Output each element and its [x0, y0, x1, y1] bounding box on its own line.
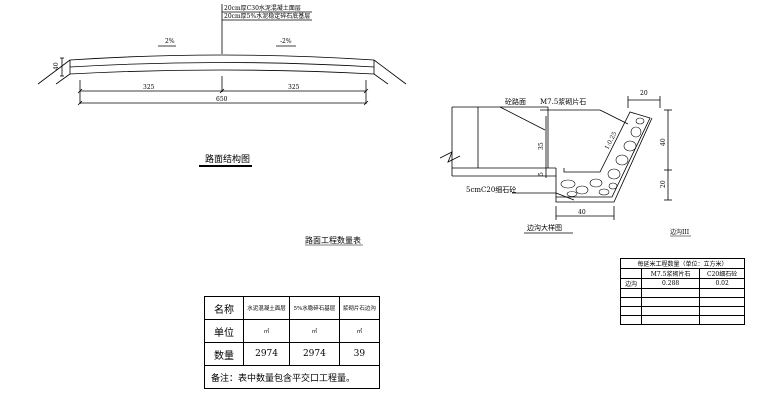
empty-cell: [620, 297, 642, 307]
row-label-cell: 边沟: [620, 278, 642, 289]
ditch-table-caption: 每延米工程数量（单位：立方米）: [620, 258, 745, 269]
qty-cell: 2974: [242, 342, 291, 366]
dim-20-right-label: 20: [660, 180, 667, 188]
ditch-type-label: 边沟III: [670, 228, 690, 236]
header-cell: 浆砌片石边沟: [338, 296, 381, 320]
empty-cell: [640, 315, 701, 325]
layer-top-label: 20cm厚C30水泥混凝土面层: [224, 4, 301, 12]
table-row: [620, 288, 745, 298]
quantity-table-title: 路面工程数量表: [305, 235, 361, 245]
empty-cell: [699, 297, 745, 307]
table-row: 单位 ㎡ ㎡ ㎥: [204, 319, 381, 343]
header-cell: 5%水稳碎石基层: [289, 296, 340, 320]
table-row: M7.5浆砌片石 C20细石砼: [620, 268, 745, 279]
qty-cell: 2974: [289, 342, 340, 366]
qty-cell: 39: [338, 342, 381, 366]
empty-cell: [620, 288, 642, 298]
table-row: [620, 306, 745, 316]
qty-label-cell: 数量: [204, 342, 244, 366]
slope-right-label: -2%: [280, 38, 292, 45]
table-row: 名称 水泥混凝土面层 5%水稳碎石基层 浆砌片石边沟: [204, 296, 381, 320]
table-row: 每延米工程数量（单位：立方米）: [620, 258, 745, 269]
table-note: 备注：表中数量包含平交口工程量。: [204, 365, 380, 389]
masonry-label: M7.5浆砌片石: [540, 97, 586, 106]
ditch-detail-drawing: [439, 96, 691, 237]
pavement-caption: 路面结构图: [205, 153, 250, 165]
empty-cell: [620, 315, 642, 325]
empty-cell: [699, 288, 745, 298]
unit-cell: ㎥: [338, 319, 381, 343]
dim-40-bottom-label: 40: [578, 209, 586, 216]
table-row: [620, 297, 745, 307]
empty-cell: [699, 315, 745, 325]
header-cell: C20细石砼: [699, 268, 745, 279]
unit-cell: ㎡: [242, 319, 291, 343]
pavement-structure-drawing: [37, 4, 407, 167]
half-width-left-label: 325: [143, 84, 155, 91]
value-cell: 0.02: [699, 278, 745, 289]
table-row: 边沟 0.288 0.02: [620, 278, 745, 289]
empty-cell: [620, 306, 642, 316]
layer-base-label: 20cm厚5%水泥稳定碎石底基层: [224, 12, 310, 20]
header-cell: [620, 268, 642, 279]
bedding-label: 5cmC20细石砼: [466, 185, 516, 194]
height-dim-label: 40: [53, 62, 60, 70]
slope-left-label: 2%: [165, 38, 175, 45]
table-row: 数量 2974 2974 39: [204, 342, 381, 366]
dim-top-label: 20: [640, 90, 648, 97]
empty-cell: [640, 306, 701, 316]
half-width-right-label: 325: [288, 84, 300, 91]
empty-cell: [640, 297, 701, 307]
dim-40-right-label: 40: [660, 138, 667, 146]
header-cell: M7.5浆砌片石: [640, 268, 701, 279]
dim-35-label: 35: [538, 142, 545, 150]
quantity-table: 名称 水泥混凝土面层 5%水稳碎石基层 浆砌片石边沟 单位 ㎡ ㎡ ㎥ 数量 2…: [204, 296, 381, 389]
unit-cell: ㎡: [289, 319, 340, 343]
header-name-cell: 名称: [204, 296, 244, 320]
header-cell: 水泥混凝土面层: [242, 296, 291, 320]
total-width-label: 650: [216, 96, 228, 103]
ditch-caption: 边沟大样图: [527, 223, 562, 232]
table-row: 备注：表中数量包含平交口工程量。: [204, 365, 380, 389]
value-cell: 0.288: [640, 278, 701, 289]
dim-5-label: 5: [538, 172, 545, 176]
empty-cell: [640, 288, 701, 298]
slope-ratio-label: 1:0.25: [604, 130, 619, 150]
road-label: 砼路面: [505, 97, 526, 106]
ditch-quantity-table: 每延米工程数量（单位：立方米） M7.5浆砌片石 C20细石砼 边沟 0.288…: [620, 258, 745, 325]
table-row: [620, 315, 745, 325]
empty-cell: [699, 306, 745, 316]
unit-label-cell: 单位: [204, 319, 244, 343]
